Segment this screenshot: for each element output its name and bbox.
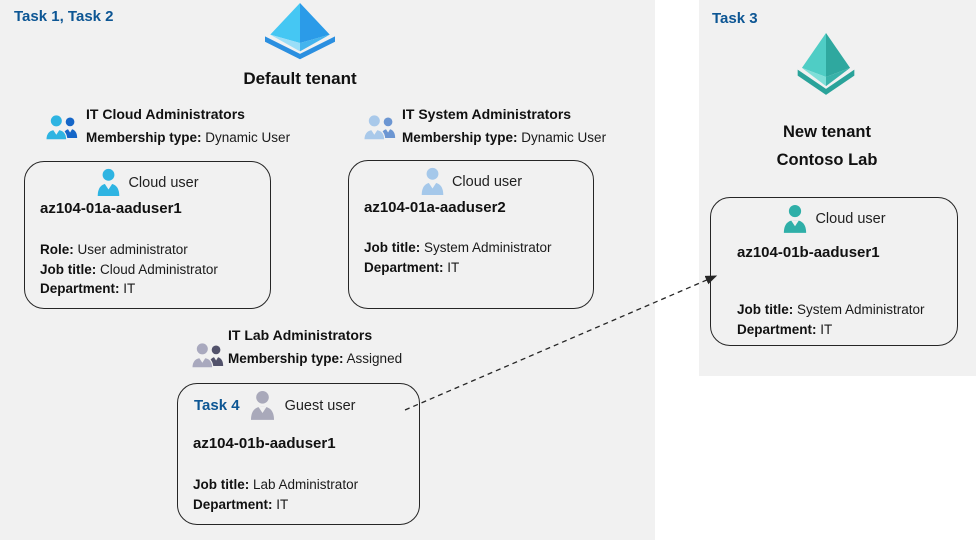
new-tenant-title-line1: New tenant — [782, 123, 871, 141]
field-row: Job title: System Administrator — [364, 240, 552, 255]
user-card-new-tenant: Cloud user az104-01b-aaduser1 Job title:… — [710, 197, 958, 346]
tenant-face-ul — [801, 33, 826, 77]
field-row: Department: IT — [40, 281, 136, 296]
card-header: Cloud user — [711, 204, 957, 234]
default-tenant-panel: Task 1, Task 2 Default tenant IT Cloud A… — [0, 0, 655, 540]
user-type-label: Cloud user — [451, 173, 523, 190]
membership-value: Dynamic User — [205, 130, 291, 145]
user-card-aaduser1: Cloud user az104-01a-aaduser1 Role: User… — [24, 161, 271, 309]
cloud-user-icon — [784, 204, 807, 233]
field-row: Department: IT — [193, 496, 289, 512]
user-type-label: Guest user — [284, 397, 356, 414]
group-membership-lab-admins: Membership type: Assigned — [228, 351, 402, 366]
card-header: Cloud user — [25, 168, 270, 197]
user-card-aaduser2: Cloud user az104-01a-aaduser2 Job title:… — [348, 160, 594, 309]
membership-value: Assigned — [346, 351, 403, 366]
new-tenant-title-line2: Contoso Lab — [776, 151, 878, 169]
group-front-user — [363, 114, 386, 141]
card-header: Cloud user — [349, 167, 593, 196]
task-label-guest: Task 4 — [194, 397, 240, 414]
field-row: Department: IT — [737, 321, 833, 337]
tenant-face-lr — [300, 34, 330, 52]
username: az104-01a-aaduser2 — [364, 199, 506, 216]
membership-label: Membership type: — [86, 130, 202, 145]
group-membership-system-admins: Membership type: Dynamic User — [402, 130, 606, 145]
username: az104-01b-aaduser1 — [193, 435, 336, 452]
guest-user-icon — [250, 390, 274, 420]
username: az104-01b-aaduser1 — [737, 244, 880, 261]
group-title-cloud-admins: IT Cloud Administrators — [86, 106, 245, 122]
tenant-face-ll — [801, 67, 826, 87]
user-type-label: Cloud user — [128, 174, 199, 191]
cloud-user-icon — [98, 168, 120, 196]
group-title-system-admins: IT System Administrators — [402, 106, 572, 122]
group-front-user — [45, 114, 68, 141]
tenant-base-band — [797, 69, 855, 95]
group-front-user — [191, 342, 214, 369]
card-header: Task 4 Guest user — [194, 390, 356, 421]
tenant-face-lr — [826, 67, 851, 87]
tenant-face-ur — [826, 33, 851, 77]
group-icon-system-admins — [363, 114, 396, 141]
membership-value: Dynamic User — [521, 130, 607, 145]
tenant-face-ul — [270, 3, 300, 43]
user-fields: Job title: System Administrator Departme… — [364, 238, 552, 277]
tenant-face-ur — [300, 3, 330, 43]
task-label-right: Task 3 — [712, 10, 758, 27]
new-tenant-panel: Task 3 New tenant Contoso Lab — [699, 0, 976, 376]
azure-tenant-icon-blue — [265, 3, 335, 60]
field-row: Department: IT — [364, 259, 460, 275]
group-title-lab-admins: IT Lab Administrators — [228, 327, 373, 343]
task-label-left: Task 1, Task 2 — [14, 8, 114, 25]
field-row: Job title: Cloud Administrator — [40, 261, 218, 277]
field-row: Job title: System Administrator — [737, 302, 925, 317]
azure-tenant-icon-teal — [797, 33, 855, 95]
user-fields: Job title: Lab Administrator Department:… — [193, 475, 358, 514]
membership-label: Membership type: — [402, 130, 518, 145]
default-tenant-title: Default tenant — [243, 69, 357, 88]
cloud-user-icon — [421, 167, 444, 195]
group-icon-lab-admins — [191, 342, 224, 369]
user-fields: Role: User administrator Job title: Clou… — [40, 240, 218, 299]
tenant-face-ll — [270, 34, 300, 52]
membership-label: Membership type: — [228, 351, 344, 366]
group-icon-cloud-admins — [45, 114, 78, 141]
group-membership-cloud-admins: Membership type: Dynamic User — [86, 130, 290, 145]
field-row: Role: User administrator — [40, 242, 188, 257]
username: az104-01a-aaduser1 — [40, 200, 182, 217]
new-tenant-title: New tenant Contoso Lab — [727, 118, 927, 174]
user-type-label: Cloud user — [815, 211, 886, 227]
tenant-base-band — [265, 36, 335, 60]
user-fields: Job title: System Administrator Departme… — [737, 300, 925, 339]
guest-user-card: Task 4 Guest user az104-01b-aaduser1 Job… — [177, 383, 420, 525]
field-row: Job title: Lab Administrator — [193, 477, 359, 492]
